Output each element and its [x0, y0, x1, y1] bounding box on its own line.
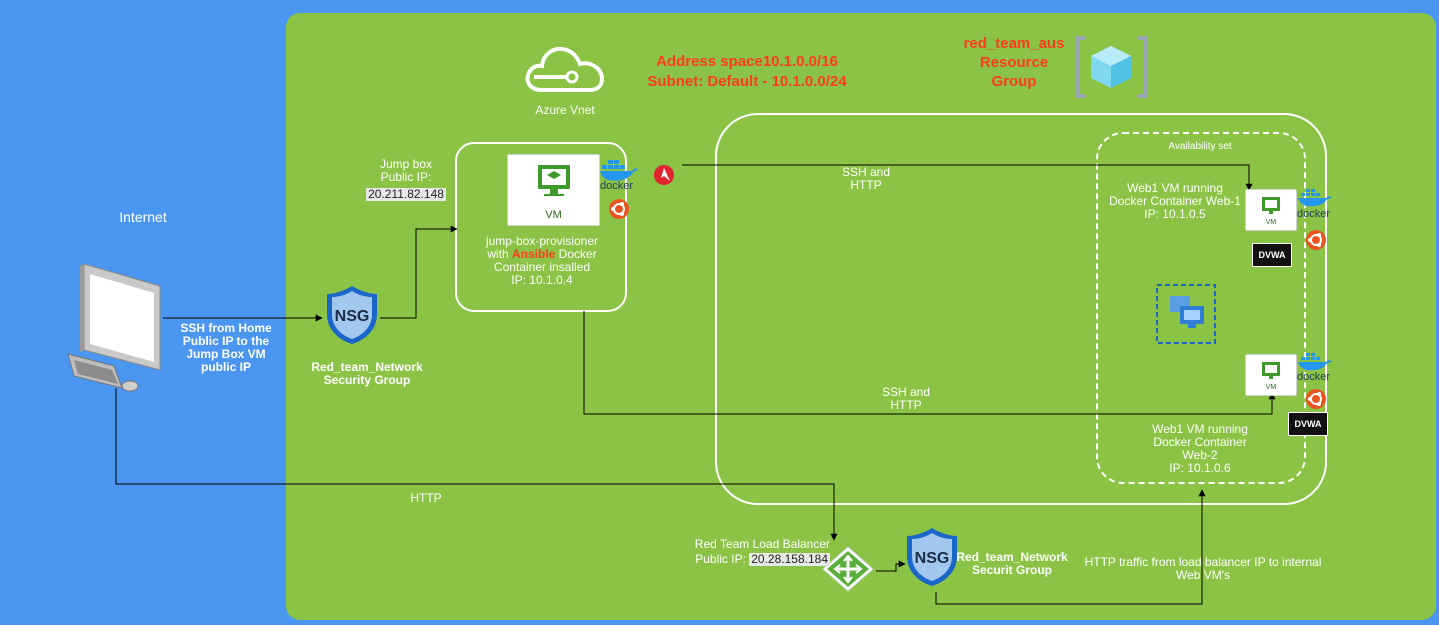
- resource-group-icon: [1075, 36, 1147, 98]
- vm-monitor-icon: [1262, 197, 1280, 214]
- web1-description: Web1 VM running Docker Container Web-1 I…: [1109, 181, 1241, 221]
- docker-text-web1: docker: [1297, 208, 1331, 220]
- docker-text-web2: docker: [1297, 371, 1331, 383]
- jumpbox-description: jump-box-provisioner with Ansible Docker…: [485, 234, 599, 287]
- load-balancer-icon: [822, 546, 874, 592]
- ubuntu-icon: [1306, 389, 1326, 409]
- ssh-http-top-label: SSH and HTTP: [841, 165, 891, 192]
- ssh-home-note: SSH from Home Public IP to the Jump Box …: [180, 321, 272, 374]
- computer-icon: [67, 263, 161, 392]
- web2-description: Web1 VM running Docker Container Web-2 I…: [1152, 422, 1248, 475]
- lb-public-ip: 20.28.158.184: [749, 552, 830, 566]
- ssh-http-bottom-label: SSH and HTTP: [881, 385, 931, 412]
- jumpbox-public-ip: 20.211.82.148: [366, 187, 446, 201]
- ansible-text: Ansible: [512, 247, 556, 261]
- nsg-shield-icon: NSG: [327, 286, 377, 344]
- docker-text-jumpbox: docker: [600, 180, 634, 192]
- ubuntu-icon: [609, 199, 629, 219]
- ubuntu-icon: [1306, 230, 1326, 250]
- nsg-bottom-label: Red_team_Network Securit Group: [956, 550, 1068, 577]
- ansible-icon: [654, 165, 674, 185]
- web2-vm-card: VM: [1245, 354, 1297, 396]
- azure-vnet-cloud-icon: [525, 46, 605, 92]
- internet-label: Internet: [119, 209, 167, 225]
- jumpbox-ip-caption: Jump box Public IP:: [379, 157, 433, 184]
- vm-monitor-icon: [1262, 362, 1280, 379]
- docker-whale-icon: [1298, 353, 1332, 371]
- lb-label: Red Team Load Balancer Public IP: 20.28.…: [694, 537, 830, 566]
- availability-set-frame: [1096, 132, 1306, 484]
- nsg-top-text: NSG: [335, 308, 370, 325]
- jumpbox-vm-card: VM: [507, 154, 600, 226]
- http-label: HTTP: [410, 491, 442, 505]
- jumpbox-vm-label: VM: [545, 209, 562, 221]
- web-subnet-frame: [715, 113, 1327, 505]
- vnet-address-space: Address space10.1.0.0/16 Subnet: Default…: [647, 53, 847, 90]
- docker-whale-icon: [600, 160, 638, 181]
- vm-monitor-icon: [538, 165, 570, 196]
- nsg-shield-icon: NSG: [907, 528, 957, 586]
- docker-whale-icon: [1298, 189, 1332, 207]
- nsg-bottom-text: NSG: [915, 550, 950, 567]
- nsg-top-label: Red_team_Network Security Group: [311, 360, 423, 387]
- availability-set-label: Availability set: [1168, 141, 1232, 152]
- dvwa-badge-web1: DVWA: [1252, 243, 1292, 267]
- resource-group-label: red_team_aus Resource Group: [963, 35, 1065, 90]
- http-traffic-note: HTTP traffic from load balancer IP to in…: [1084, 555, 1322, 582]
- availability-set-icon: [1156, 284, 1216, 344]
- dvwa-badge-web2: DVWA: [1288, 412, 1328, 436]
- vnet-label: Azure Vnet: [535, 103, 595, 117]
- web1-vm-card: VM: [1245, 189, 1297, 231]
